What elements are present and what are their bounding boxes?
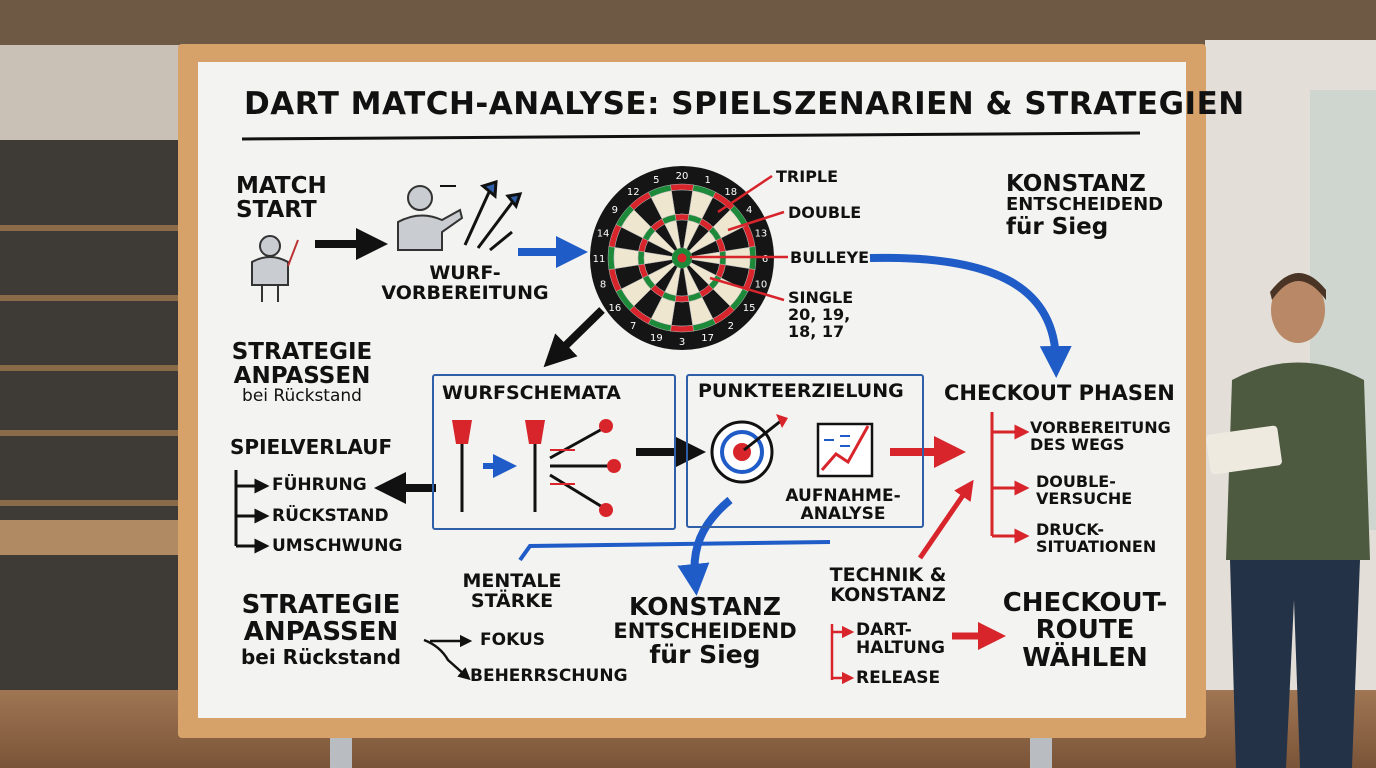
spielverlauf-title: SPIELVERLAUF — [230, 435, 393, 459]
board-title: DART MATCH-ANALYSE: SPIELSZENARIEN & STR… — [244, 86, 1245, 122]
board-number: 9 — [612, 205, 618, 216]
wurfschemata-box — [432, 374, 676, 530]
board-number: 12 — [627, 187, 640, 198]
spielverlauf-item: FÜHRUNG — [272, 475, 367, 495]
board-number: 14 — [597, 228, 610, 239]
mentale-item: FOKUS — [480, 630, 545, 650]
board-number: 1 — [704, 175, 710, 186]
board-segment — [674, 295, 690, 303]
triple-label: TRIPLE — [776, 167, 839, 186]
konstanz-top-label: KONSTANZ ENTSCHEIDEND für Sieg — [1006, 171, 1164, 241]
board-number: 3 — [679, 337, 685, 348]
technik-item: RELEASE — [856, 668, 941, 688]
board-number: 10 — [755, 280, 768, 291]
board-number: 4 — [746, 205, 752, 216]
board-number: 7 — [630, 321, 636, 332]
wurf-vorbereitung-label: WURF-VORBEREITUNG — [381, 262, 549, 304]
checkout-phase-item: DOUBLE-VERSUCHE — [1036, 472, 1133, 508]
board-number: 5 — [653, 175, 659, 186]
wurfschemata-title: WURFSCHEMATA — [442, 382, 621, 404]
punkteerzielung-title: PUNKTEERZIELUNG — [698, 380, 904, 402]
technik-konstanz-title: TECHNIK &KONSTANZ — [829, 564, 947, 606]
board-segment — [637, 250, 645, 266]
spielverlauf-item: RÜCKSTAND — [272, 506, 389, 526]
double-label: DOUBLE — [788, 203, 862, 222]
board-number: 13 — [755, 228, 768, 239]
board-number: 6 — [762, 254, 768, 265]
presenter-figure — [1206, 272, 1370, 768]
board-segment — [674, 213, 690, 221]
board-number: 17 — [701, 333, 714, 344]
thrower-icon — [397, 185, 464, 251]
target-icon — [710, 414, 788, 484]
aufnahme-analyse-label: AUFNAHME-ANALYSE — [785, 486, 901, 524]
checkout-phase-item: DRUCK-SITUATIONEN — [1036, 520, 1157, 556]
board-number: 18 — [724, 187, 737, 198]
bullseye — [677, 253, 687, 263]
board-number: 15 — [743, 303, 756, 314]
player-icon-small — [251, 235, 299, 302]
board-number: 20 — [676, 171, 689, 182]
darts-icon-top — [463, 179, 523, 252]
board-number: 2 — [728, 321, 734, 332]
board-number: 19 — [650, 333, 663, 344]
konstanz-bottom-label: KONSTANZ ENTSCHEIDEND für Sieg — [613, 592, 797, 670]
darts-scheme-icons — [452, 419, 621, 517]
mentale-item: BEHERRSCHUNG — [470, 666, 628, 686]
checkout-phasen-title: CHECKOUT PHASEN — [944, 381, 1175, 405]
board-number: 11 — [593, 254, 606, 265]
board-number: 8 — [600, 280, 606, 291]
spielverlauf-item: UMSCHWUNG — [272, 536, 403, 556]
board-number: 16 — [608, 303, 621, 314]
punkteerzielung-box — [686, 374, 924, 528]
technik-item: DART-HALTUNG — [856, 620, 945, 658]
bullseye-label: BULLEYE — [790, 248, 870, 267]
chart-icon — [816, 422, 874, 478]
